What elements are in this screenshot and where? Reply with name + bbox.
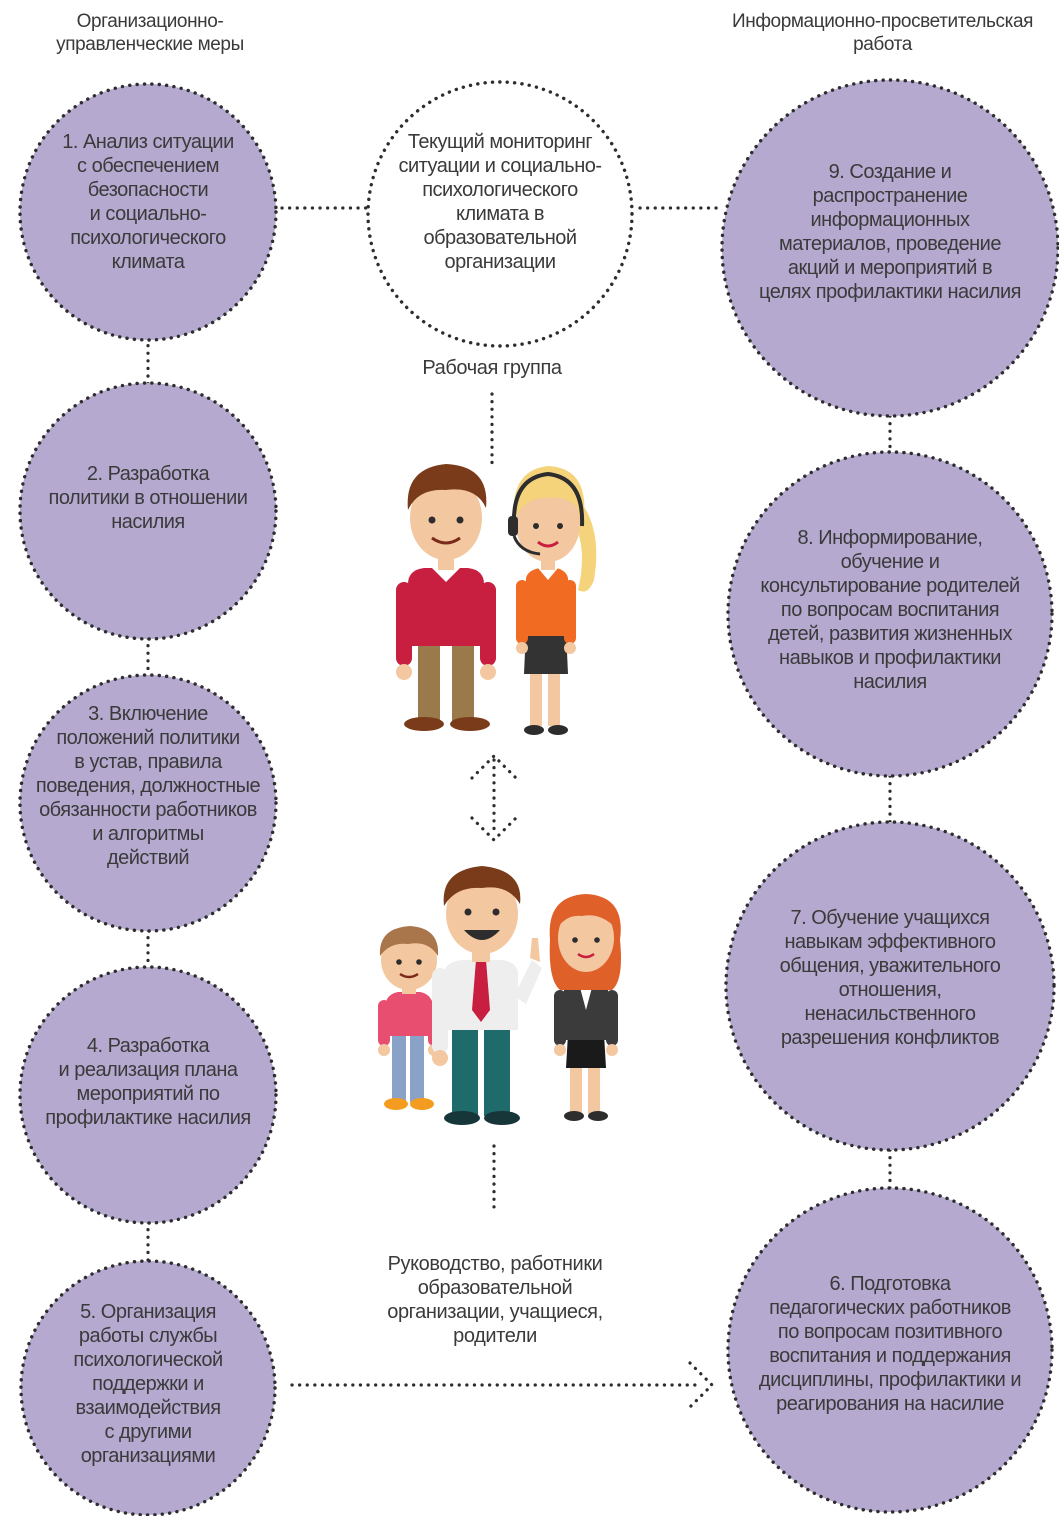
monitoring-circle — [366, 80, 634, 348]
left-column-header: Организационно- управленческие меры — [56, 11, 244, 55]
left-step-1-circle — [18, 82, 278, 342]
monitoring-text: Текущий мониторинг ситуации и социально-… — [398, 131, 602, 273]
arrowhead-up — [470, 753, 518, 780]
woman-headset-figure-icon — [508, 466, 597, 735]
left-step-circles — [18, 82, 278, 1516]
left-step-5-text: 5. Организация работы службы психологиче… — [73, 1301, 223, 1467]
left-step-3-text: 3. Включение положений политики в устав,… — [35, 703, 261, 869]
left-step-2-circle — [18, 381, 278, 641]
left-step-5-circle — [19, 1259, 277, 1516]
man-tie-figure-icon — [432, 866, 542, 1125]
left-step-4-text: 4. Разработка и реализация плана меропри… — [45, 1035, 251, 1129]
arrowhead-right — [688, 1361, 715, 1409]
boy-figure-icon — [378, 926, 440, 1110]
stakeholders-label: Руководство, работники образовательной о… — [387, 1253, 603, 1347]
arrowhead-down — [470, 816, 518, 843]
right-step-8-text: 8. Информирование, обучение и консультир… — [760, 527, 1020, 693]
left-step-4-circle — [18, 965, 278, 1225]
woman-redhair-figure-icon — [549, 894, 621, 1121]
right-step-7-circle — [724, 820, 1056, 1152]
right-step-circles — [720, 78, 1059, 1514]
right-step-6-text: 6. Подготовка педагогических работников … — [758, 1273, 1022, 1415]
right-step-7-text: 7. Обучение учащихся навыкам эффективног… — [779, 907, 1001, 1049]
man-figure-icon — [396, 464, 496, 731]
right-step-9-text: 9. Создание и распространение информацио… — [758, 161, 1022, 303]
left-step-2-text: 2. Разработка политики в отношении насил… — [48, 463, 248, 533]
right-column-header: Информационно-просветительская работа — [731, 11, 1034, 55]
right-step-9-circle — [720, 78, 1059, 418]
left-step-1-text: 1. Анализ ситуации с обеспечением безопа… — [62, 131, 234, 273]
left-step-3-circle — [18, 673, 278, 933]
right-step-6-circle — [726, 1186, 1054, 1514]
working-group-label: Рабочая группа — [422, 357, 562, 379]
right-step-8-circle — [726, 450, 1054, 778]
connectors — [146, 206, 892, 1409]
